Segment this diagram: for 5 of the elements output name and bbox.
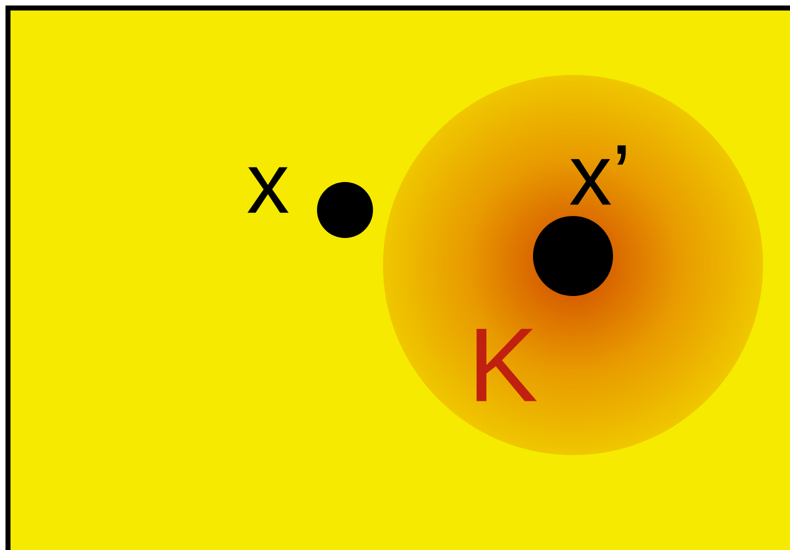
point-label: x	[247, 167, 289, 213]
set-label: K	[476, 328, 537, 402]
point-dot	[317, 182, 373, 238]
point-dot	[533, 216, 613, 296]
point-label: x’	[570, 145, 626, 205]
